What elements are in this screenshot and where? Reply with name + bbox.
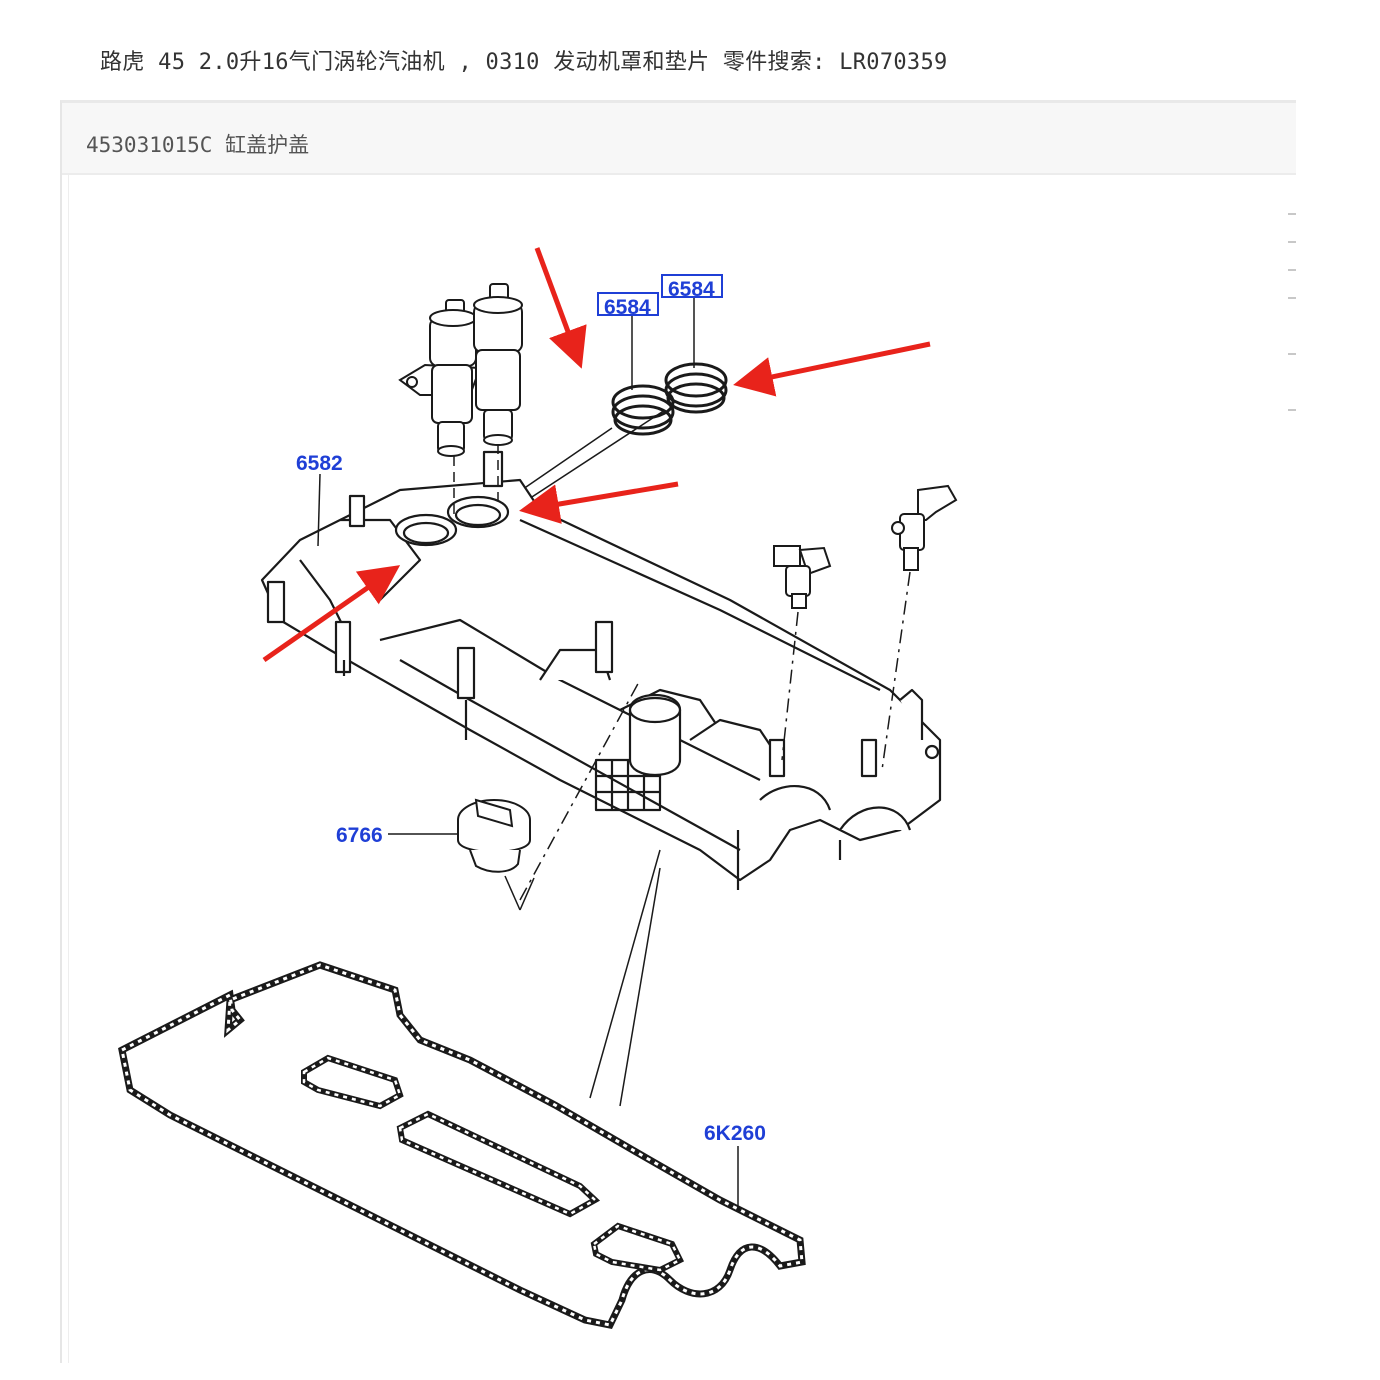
scroll-edge-marks xyxy=(1286,213,1296,413)
camshaft-sensor-right xyxy=(891,484,958,571)
page-title: 路虎 45 2.0升16气门涡轮汽油机 , 0310 发动机罩和垫片 零件搜索:… xyxy=(100,50,948,75)
panel-title: 453031015C 缸盖护盖 xyxy=(86,133,310,157)
camshaft-sensor-left xyxy=(773,545,832,609)
arrow-icon xyxy=(519,481,679,524)
callout-6766[interactable]: 6766 xyxy=(336,824,383,847)
callout-6582[interactable]: 6582 xyxy=(296,452,343,475)
callout-6584-left[interactable]: 6584 xyxy=(604,296,651,319)
callout-box-6584-right xyxy=(661,274,723,298)
seal-ring-right xyxy=(664,362,728,414)
callout-box-6584-left xyxy=(597,292,659,316)
oil-filler-cap xyxy=(457,798,531,873)
panel-header: 453031015C 缸盖护盖 xyxy=(62,103,1296,175)
valve-cover xyxy=(260,450,942,890)
highlight-arrows xyxy=(262,247,931,663)
solenoid-valve-right xyxy=(473,283,523,446)
callout-6K260[interactable]: 6K260 xyxy=(704,1122,766,1145)
valve-cover-gasket xyxy=(118,961,806,1329)
solenoid-valve-left xyxy=(398,299,482,457)
callout-6584-right[interactable]: 6584 xyxy=(668,278,715,301)
arrow-icon xyxy=(262,565,401,663)
panel-body xyxy=(68,175,1296,1363)
arrow-icon xyxy=(534,247,587,369)
arrow-icon xyxy=(733,341,931,397)
